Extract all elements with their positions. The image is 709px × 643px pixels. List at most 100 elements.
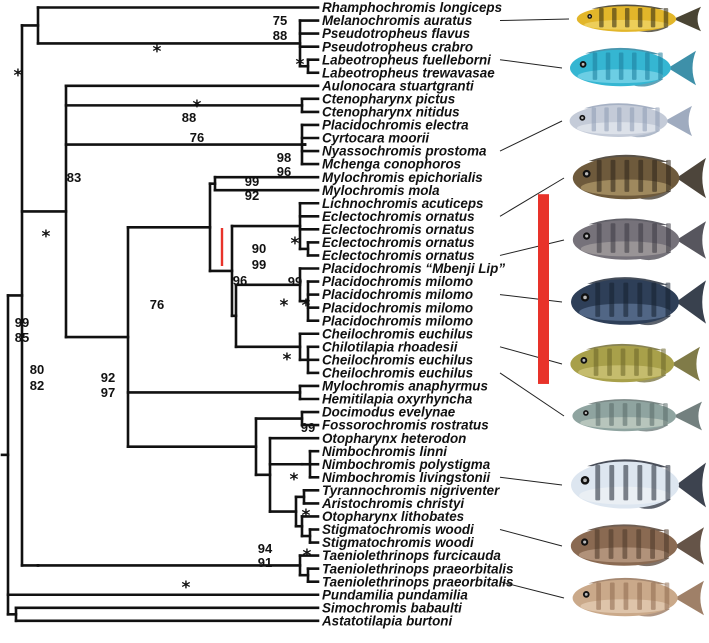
fish-hemitilapia-icon (572, 399, 702, 432)
image-leader-lines (499, 18, 570, 599)
taxon-label: Cyrtocara moorii (322, 131, 429, 146)
support-value: 88 (273, 28, 287, 43)
taxon-label: Placidochromis milomo (322, 300, 473, 315)
support-value: 97 (101, 385, 115, 400)
taxon-label: Stigmatochromis woodi (322, 522, 474, 537)
taxon-label: Stigmatochromis woodi (322, 535, 474, 550)
taxon-label: Eclectochromis ornatus (322, 235, 475, 250)
support-value: 98 (277, 150, 291, 165)
taxon-label: Aulonocara stuartgranti (321, 78, 474, 93)
support-value: 99 (288, 274, 302, 289)
support-star: * (291, 234, 300, 254)
support-star: * (302, 296, 311, 316)
highlight-marks (220, 194, 549, 384)
taxon-label: Mchenga conophoros (322, 157, 461, 172)
fish-mylochromis-icon (572, 154, 706, 200)
support-value: 99 (15, 315, 29, 330)
support-star: * (302, 506, 311, 526)
taxon-label: Mylochromis anaphyrmus (322, 379, 488, 394)
taxon-label: Ctenopharynx nitidus (322, 105, 460, 120)
fish-melanochromis-icon (576, 4, 701, 33)
taxon-label: Docimodus evelynae (322, 405, 456, 420)
support-value: 92 (245, 188, 259, 203)
support-value: 85 (15, 330, 29, 345)
support-star: * (296, 55, 305, 75)
taxon-label: Pundamilia pundamilia (322, 587, 468, 602)
taxon-label: Tyrannochromis nigriventer (322, 483, 500, 498)
support-value: 76 (150, 297, 164, 312)
fish-nimbochromis-icon (571, 459, 706, 509)
taxon-label: Ctenopharynx pictus (322, 91, 455, 106)
taxon-label: Labeotropheus trewavasae (322, 65, 495, 80)
support-star: * (182, 578, 191, 598)
taxon-label: Pseudotropheus flavus (322, 26, 470, 41)
taxon-label: Mylochromis mola (322, 183, 440, 198)
support-value: 94 (258, 541, 273, 556)
taxon-label: Placidochromis “Mbenji Lip” (322, 261, 505, 276)
taxon-label: Nimbochromis livingstonii (322, 470, 490, 485)
support-value: 88 (182, 110, 196, 125)
support-star: * (42, 227, 51, 247)
support-value: 99 (252, 257, 266, 272)
support-star: * (280, 296, 289, 316)
taxon-label: Nimbochromis polystigma (322, 457, 491, 472)
taxon-label: Cheilochromis euchilus (322, 352, 473, 367)
taxon-label: Labeotropheus fuelleborni (322, 52, 491, 67)
fish-photos (569, 4, 706, 617)
fish-placidochromis-icon (571, 277, 706, 326)
taxon-label: Astatotilapia burtoni (321, 613, 452, 628)
support-value: 75 (273, 13, 287, 28)
support-star: * (290, 470, 299, 490)
tree-branches (0, 6, 320, 623)
fish-stigmatochromis-icon (570, 524, 704, 567)
support-value: 83 (67, 170, 81, 185)
taxon-label: Taeniolethrinops praeorbitalis (322, 561, 513, 576)
fish-chilotilapia-icon (570, 343, 700, 383)
taxon-label: Cheilochromis euchilus (322, 366, 473, 381)
support-star: * (303, 546, 312, 566)
support-value: 96 (233, 273, 247, 288)
support-value: 96 (277, 164, 291, 179)
support-value: 99 (245, 174, 259, 189)
taxon-label: Melanochromis auratus (322, 13, 472, 28)
taxon-label: Simochromis babaulti (322, 600, 462, 615)
support-value: 80 (30, 362, 44, 377)
support-star: * (283, 350, 292, 370)
fish-nyassochromis-icon (569, 103, 692, 138)
taxon-label: Taeniolethrinops furcicauda (322, 548, 501, 563)
taxon-label: Nimbochromis linni (322, 444, 447, 459)
fish-eclectochromis-icon (572, 218, 706, 261)
support-value: 76 (190, 130, 204, 145)
taxon-label: Mylochromis epichorialis (322, 170, 483, 185)
support-star: * (14, 66, 23, 86)
taxon-label: Hemitilapia oxyrhyncha (322, 392, 473, 407)
fish-taeniolethrinops-icon (572, 577, 704, 617)
support-value: 91 (258, 555, 272, 570)
taxon-label: Cheilochromis euchilus (322, 326, 473, 341)
taxon-label: Taeniolethrinops praeorbitalis (322, 574, 513, 589)
taxon-label: Eclectochromis ornatus (322, 248, 475, 263)
taxon-label: Eclectochromis ornatus (322, 222, 475, 237)
taxon-label: Chilotilapia rhoadesii (322, 339, 458, 354)
taxon-label: Aristochromis christyi (321, 496, 464, 511)
support-star: * (193, 97, 202, 117)
taxon-label: Placidochromis milomo (322, 287, 473, 302)
taxon-label: Rhamphochromis longiceps (322, 0, 502, 15)
fish-labeotropheus-icon (570, 47, 696, 87)
support-star: * (153, 42, 162, 62)
support-value: 90 (252, 241, 266, 256)
taxon-label: Placidochromis electra (322, 118, 469, 133)
support-value: 82 (30, 378, 44, 393)
taxon-label: Fossorochromis rostratus (322, 418, 489, 433)
taxon-label: Lichnochromis acuticeps (322, 196, 483, 211)
taxon-label: Pseudotropheus crabro (322, 39, 473, 54)
taxon-label: Otopharynx lithobates (322, 509, 464, 524)
taxon-label: Placidochromis milomo (322, 313, 473, 328)
taxon-label: Eclectochromis ornatus (322, 209, 475, 224)
highlight-bar (538, 194, 549, 384)
taxon-label: Placidochromis milomo (322, 274, 473, 289)
support-value: 92 (101, 370, 115, 385)
